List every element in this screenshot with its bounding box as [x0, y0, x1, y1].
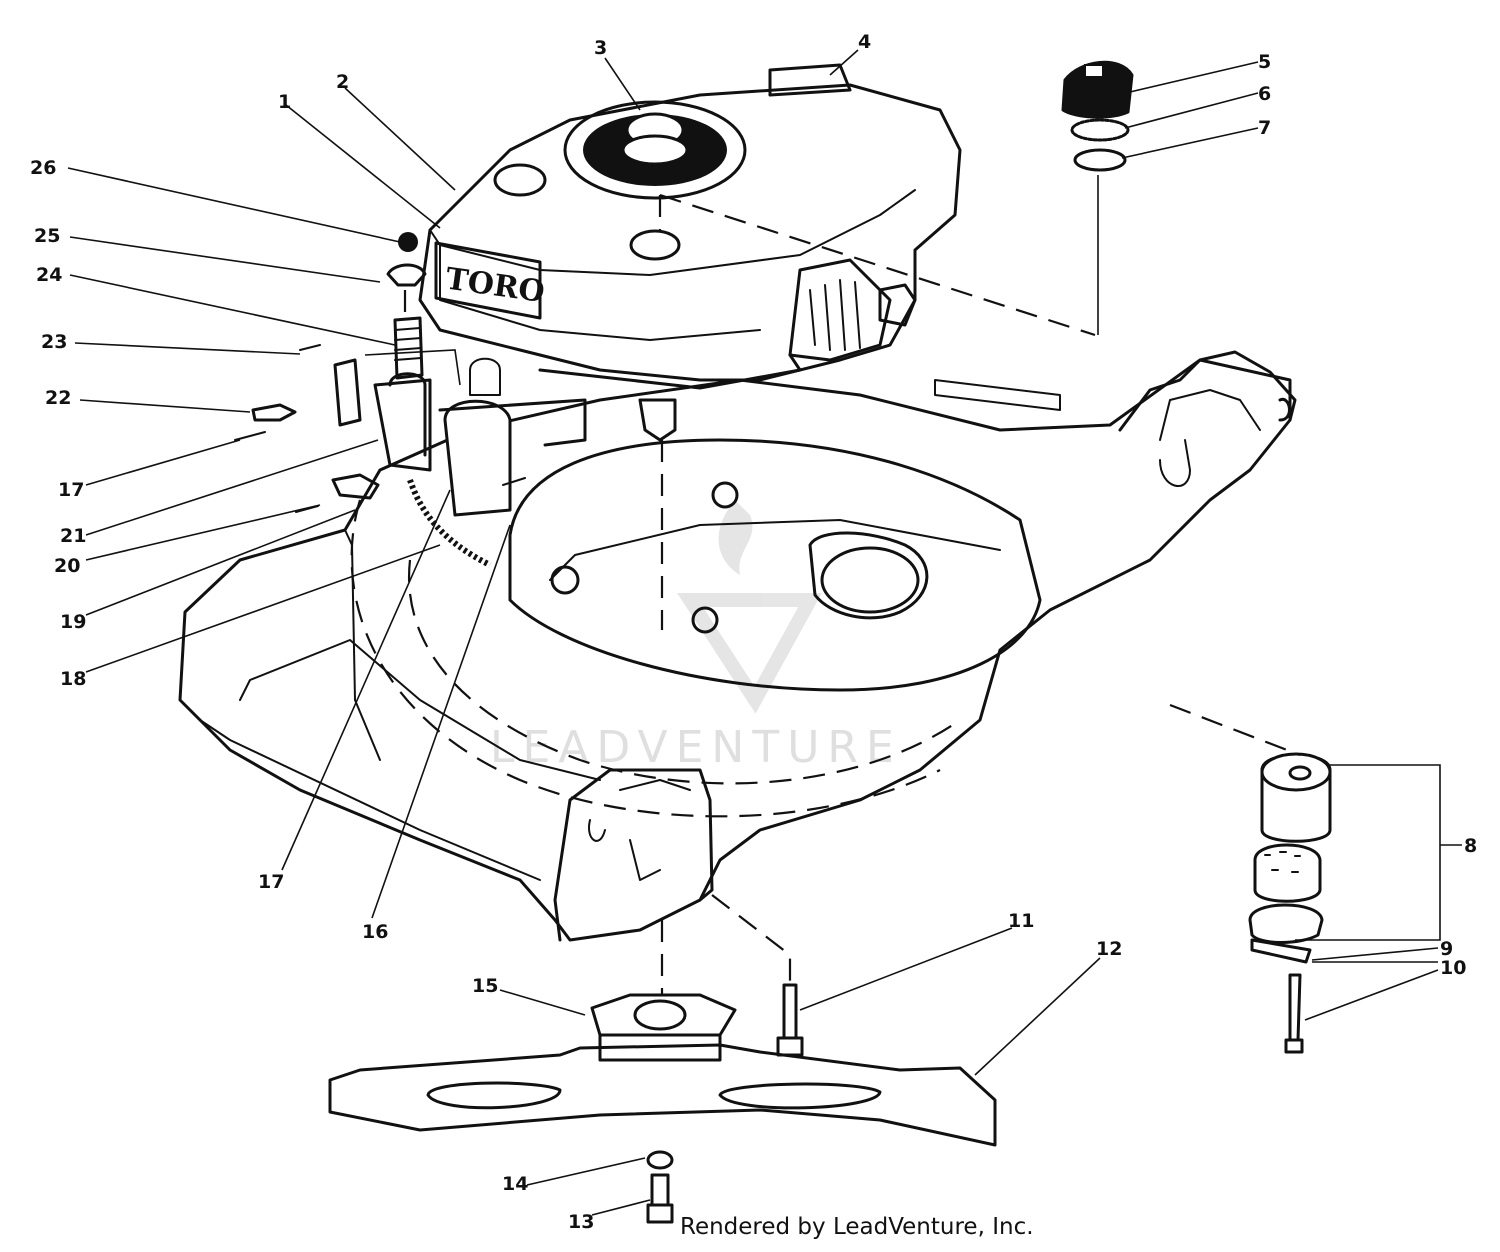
callout-1: 1 — [278, 91, 291, 113]
recoil-grille — [583, 112, 727, 186]
callout-10: 10 — [1440, 957, 1466, 979]
engine-assembly: TORO — [418, 63, 962, 442]
callout-7: 7 — [1258, 117, 1271, 139]
callout-11: 11 — [1008, 910, 1034, 932]
callout-21: 21 — [60, 525, 86, 547]
callout-15: 15 — [472, 975, 498, 997]
watermark-text: LEADVENTURE — [490, 722, 902, 773]
callout-3: 3 — [594, 37, 607, 59]
watermark: LEADVENTURE — [490, 500, 902, 773]
mower-deck — [178, 350, 1297, 942]
render-credit: Rendered by LeadVenture, Inc. — [680, 1214, 1034, 1240]
callout-19: 19 — [60, 611, 86, 633]
alignment-lines — [403, 193, 1301, 995]
callout-16: 16 — [362, 921, 388, 943]
callout-14: 14 — [502, 1173, 528, 1195]
callout-20: 20 — [54, 555, 80, 577]
callout-9: 9 — [1440, 938, 1453, 960]
callout-2: 2 — [336, 71, 349, 93]
callout-25: 25 — [34, 225, 60, 247]
callout-4: 4 — [858, 31, 871, 53]
leader-lines — [67, 49, 1462, 1216]
callout-22: 22 — [45, 387, 71, 409]
callout-6: 6 — [1258, 83, 1271, 105]
callout-26: 26 — [30, 157, 56, 179]
callout-labels: 1 2 3 4 5 6 7 8 9 10 11 12 13 14 15 16 1… — [30, 31, 1477, 1233]
starter-assembly — [234, 232, 587, 568]
callout-13: 13 — [568, 1211, 594, 1233]
callout-18: 18 — [60, 668, 86, 690]
blade-assembly — [328, 983, 997, 1224]
callout-17-lower: 17 — [258, 871, 284, 893]
muffler-assembly — [1248, 752, 1332, 1054]
callout-12: 12 — [1096, 938, 1122, 960]
callout-17-upper: 17 — [58, 479, 84, 501]
callout-23: 23 — [41, 331, 67, 353]
callout-24: 24 — [36, 264, 62, 286]
callout-5: 5 — [1258, 51, 1271, 73]
air-cleaner-parts — [1061, 60, 1134, 335]
callout-8: 8 — [1464, 835, 1477, 857]
